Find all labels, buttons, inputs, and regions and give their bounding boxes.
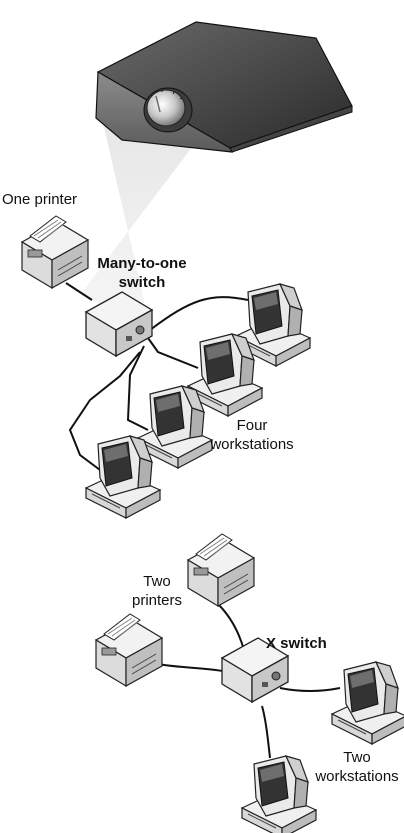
workstation-icon-6 (241, 755, 317, 833)
label-two-printers: Two printers (122, 572, 192, 610)
zoom-beam (80, 110, 300, 326)
label-x-switch: X switch (266, 635, 327, 652)
label-one-printer: One printer (2, 191, 78, 208)
cable-x-printer-1 (217, 603, 245, 651)
many-to-one-cables (65, 282, 249, 471)
cable-ws-1 (149, 296, 249, 331)
printer-icon-2 (95, 613, 163, 687)
cable-ws-2 (147, 337, 199, 369)
label-many-to-one-line2: switch (118, 274, 166, 291)
label-two-printers-line1: Two (143, 573, 171, 590)
label-two-workstations-line2: workstations (315, 768, 399, 785)
label-two-printers-line2: printers (131, 592, 183, 609)
workstation-icon-5 (331, 661, 404, 745)
cable-ws-3 (126, 345, 149, 431)
one-printer-icon (21, 215, 89, 289)
printer-icon-1 (187, 533, 255, 607)
cable-x-printer-2 (157, 663, 229, 673)
label-two-workstations-line1: Two (343, 749, 371, 766)
cable-printer (65, 282, 93, 301)
cable-x-ws-1 (279, 687, 341, 692)
label-four-workstations-line2: workstations (210, 436, 294, 453)
cable-x-ws-2 (261, 705, 271, 759)
label-four-workstations: Four workstations (200, 416, 304, 454)
label-two-workstations: Two workstations (310, 748, 404, 786)
label-four-workstations-line1: Four (236, 417, 268, 434)
dial-knob-icon (143, 87, 193, 133)
label-many-to-one-switch: Many-to-one switch (92, 254, 192, 292)
label-many-to-one-line1: Many-to-one (97, 255, 187, 272)
switch-closeup (80, 21, 353, 326)
cable-ws-4 (68, 351, 141, 471)
